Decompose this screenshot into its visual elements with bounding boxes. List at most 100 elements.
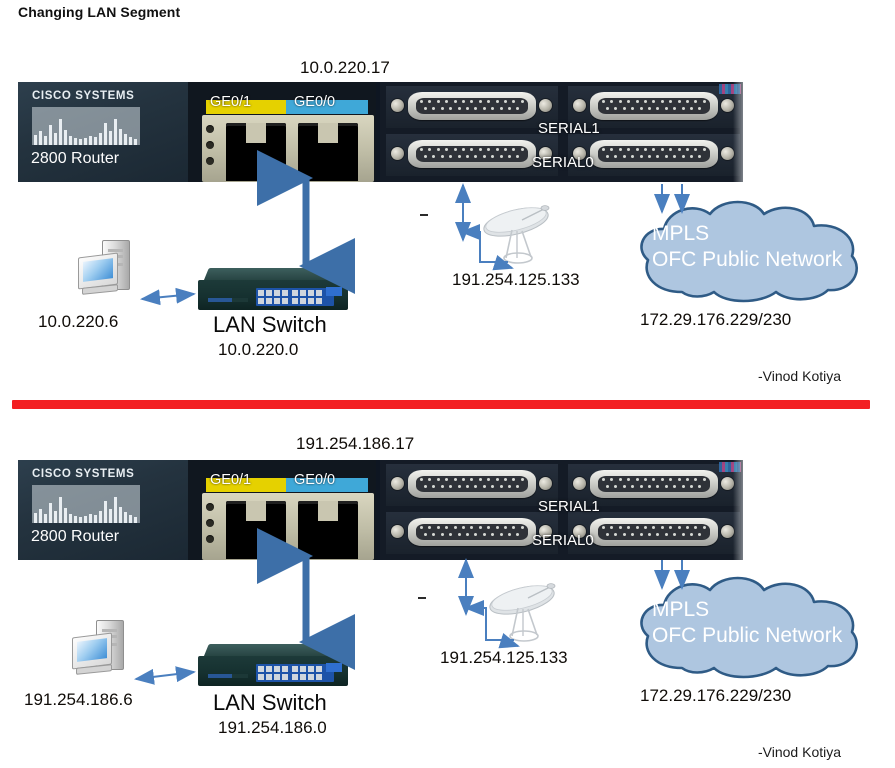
router-status-leds-icon (206, 503, 216, 551)
cloud-label-network-top: OFC Public Network (652, 248, 843, 271)
switch-front-face (198, 280, 348, 310)
screw-icon (539, 147, 552, 160)
ge0-color-band (286, 100, 368, 114)
satellite-dish-icon (483, 205, 550, 264)
dish-ip-label-top: 191.254.125.133 (452, 270, 580, 289)
serial-port-panel (568, 464, 740, 506)
db25-connector-icon (408, 92, 536, 120)
cisco-bridge-logo-icon (32, 485, 140, 523)
cloud-ip-label-bottom: 172.29.176.229/230 (640, 686, 792, 705)
router-brand-panel: Cisco Systems 2800 Router (18, 82, 188, 182)
section-divider (12, 400, 870, 409)
router-serial-section: SERIAL1 SERIAL0 (380, 460, 743, 560)
router-corner-artifact (719, 462, 741, 472)
router-model-label: 2800 Router (31, 150, 120, 167)
serial0-port-label: SERIAL0 (532, 532, 594, 549)
switch-uplink-badge (326, 287, 342, 296)
workstation-pc-top (76, 238, 138, 300)
cloud-shape-icon (640, 200, 858, 303)
author-credit-bottom: -Vinod Kotiya (758, 744, 842, 760)
router-ethernet-section: GE0/1 GE0/0 (188, 82, 376, 182)
db25-connector-icon (408, 518, 536, 546)
switch-ip-label-bottom: 191.254.186.0 (218, 718, 327, 737)
pc-to-switch-arrow-bottom (134, 666, 196, 685)
cisco-systems-label: Cisco Systems (32, 468, 135, 480)
screw-icon (391, 525, 404, 538)
screw-icon (721, 147, 734, 160)
switch-port-block-icon (256, 664, 334, 682)
db25-connector-icon (590, 92, 718, 120)
router-right-edge (733, 82, 743, 182)
pc-to-switch-arrow-top (140, 287, 196, 306)
screw-icon (721, 477, 734, 490)
router-device-bottom: Cisco Systems 2800 Router GE0/1 GE0/0 (18, 460, 743, 560)
serial0-port-label: SERIAL0 (532, 154, 594, 171)
dish-ip-label-bottom: 191.254.125.133 (440, 648, 568, 667)
rj45-jack-ge0-icon (298, 501, 358, 559)
db25-connector-icon (590, 470, 718, 498)
satellite-dish-bottom (488, 578, 566, 648)
screw-icon (539, 525, 552, 538)
router-ip-label-top: 10.0.220.17 (300, 58, 390, 77)
mpls-cloud-top: MPLS OFC Public Network (630, 196, 868, 304)
db25-connector-icon (590, 140, 718, 168)
satellite-dish-top (482, 200, 560, 270)
serial1-port-label: SERIAL1 (538, 498, 600, 515)
cloud-shape-icon (640, 576, 858, 679)
cisco-bridge-logo-icon (32, 107, 140, 145)
mpls-cloud-bottom: MPLS OFC Public Network (630, 572, 868, 680)
switch-name-label-top: LAN Switch (213, 312, 327, 337)
router-status-leds-icon (206, 125, 216, 173)
router-serial-section: SERIAL1 SERIAL0 (380, 82, 743, 182)
cloud-label-mpls-top: MPLS (652, 222, 710, 245)
router-corner-artifact (719, 84, 741, 94)
screw-icon (573, 99, 586, 112)
screw-icon (573, 147, 586, 160)
rj45-jack-ge0-icon (298, 123, 358, 181)
ge0-port-label: GE0/0 (294, 472, 336, 488)
db25-connector-icon (408, 140, 536, 168)
ge0-port-label: GE0/0 (294, 94, 336, 110)
switch-port-block-icon (256, 288, 334, 306)
db25-connector-icon (590, 518, 718, 546)
rj45-jack-ge1-icon (226, 123, 286, 181)
screw-icon (573, 525, 586, 538)
workstation-pc-bottom (70, 618, 132, 680)
screw-icon (391, 99, 404, 112)
screw-icon (573, 477, 586, 490)
lan-switch-device-top (198, 268, 348, 316)
router-model-label: 2800 Router (31, 528, 120, 545)
switch-ip-label-top: 10.0.220.0 (218, 340, 299, 359)
pc-ip-label-top: 10.0.220.6 (38, 312, 119, 331)
screw-icon (539, 477, 552, 490)
cloud-label-mpls-bottom: MPLS (652, 598, 710, 621)
router-device-top: Cisco Systems 2800 Router GE0/1 GE0/0 (18, 82, 743, 182)
screw-icon (539, 99, 552, 112)
screw-icon (391, 147, 404, 160)
ethernet-port-plate (202, 115, 374, 182)
db25-connector-icon (408, 470, 536, 498)
rj45-jack-ge1-icon (226, 501, 286, 559)
router-right-edge (733, 460, 743, 560)
ge0-color-band (286, 478, 368, 492)
switch-front-face (198, 656, 348, 686)
satellite-dish-icon (489, 583, 556, 642)
serial-port-panel (568, 86, 740, 128)
serial-port-panel (386, 512, 558, 554)
ge1-color-band (206, 100, 286, 114)
ge1-color-band (206, 478, 286, 492)
serial-port-panel (568, 512, 740, 554)
screw-icon (721, 99, 734, 112)
cisco-systems-label: Cisco Systems (32, 90, 135, 102)
serial-port-panel (568, 134, 740, 176)
serial-port-panel (386, 464, 558, 506)
router-brand-panel: Cisco Systems 2800 Router (18, 460, 188, 560)
serial-port-panel (386, 134, 558, 176)
switch-led-strip-icon (208, 674, 248, 678)
switch-led-strip-icon (208, 298, 248, 302)
cloud-ip-label-top: 172.29.176.229/230 (640, 310, 792, 329)
switch-name-label-bottom: LAN Switch (213, 690, 327, 715)
ge1-port-label: GE0/1 (210, 472, 252, 488)
router-ip-label-bottom: 191.254.186.17 (296, 434, 415, 453)
